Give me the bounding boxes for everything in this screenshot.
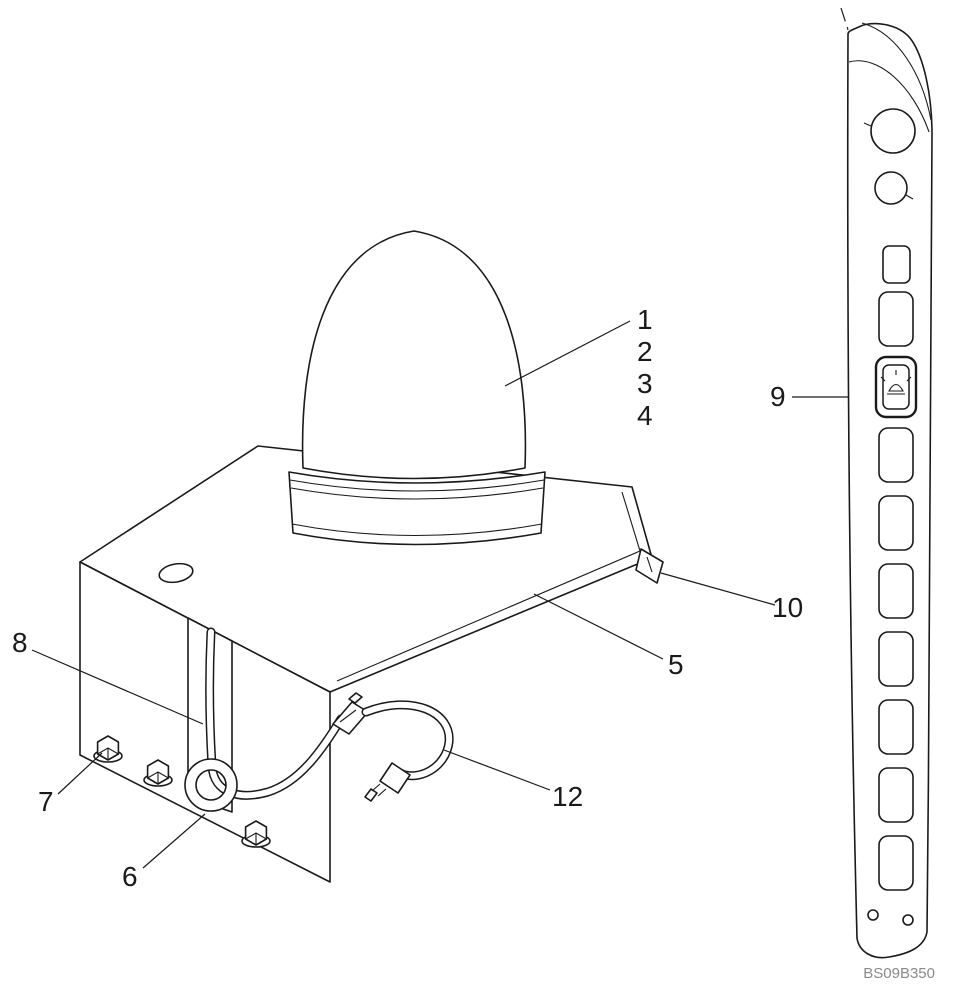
callout-6-leader bbox=[142, 813, 206, 869]
panel-hole bbox=[870, 108, 916, 154]
wire-grommet bbox=[184, 758, 238, 812]
beacon-base-ring bbox=[290, 487, 544, 500]
panel-screw-hole bbox=[902, 914, 914, 926]
mounting-hole bbox=[158, 562, 194, 584]
retaining-clip bbox=[635, 548, 664, 584]
beacon-switch bbox=[874, 355, 918, 419]
callout-12-leader bbox=[443, 749, 551, 791]
panel-hole-notch bbox=[905, 194, 914, 200]
wire-harness bbox=[332, 692, 454, 802]
callout-7: 7 bbox=[38, 786, 54, 817]
callout-9: 9 bbox=[770, 381, 786, 412]
beacon-dome bbox=[301, 230, 527, 480]
rocker-switch bbox=[878, 563, 914, 619]
indicator-window bbox=[882, 245, 911, 284]
callout-1: 1 bbox=[637, 304, 653, 335]
callout-10: 10 bbox=[772, 592, 803, 623]
console-top-edge bbox=[861, 22, 932, 121]
callout-3: 3 bbox=[637, 368, 653, 399]
side-console-panel bbox=[840, 7, 933, 959]
hex-bolt bbox=[93, 735, 123, 763]
panel-screw-hole bbox=[867, 909, 879, 921]
rocker-switch bbox=[878, 699, 914, 755]
panel-hole-notch bbox=[863, 122, 872, 127]
callout-6: 6 bbox=[122, 861, 138, 892]
callout-8: 8 bbox=[12, 627, 28, 658]
callout-2: 2 bbox=[637, 336, 653, 367]
callout-1-leader bbox=[504, 320, 631, 387]
rocker-switch bbox=[878, 427, 914, 483]
hex-bolt bbox=[241, 820, 271, 848]
console-top-edge bbox=[848, 60, 930, 133]
rocker-switch bbox=[878, 631, 914, 687]
callout-labels: 1 2 3 4 5 6 7 8 9 10 12 bbox=[12, 304, 803, 892]
harness-connector bbox=[364, 762, 411, 802]
callout-8-leader bbox=[31, 649, 204, 725]
callout-12: 12 bbox=[552, 781, 583, 812]
rocker-switch bbox=[878, 835, 914, 891]
rocker-switch bbox=[878, 495, 914, 551]
hex-bolt bbox=[143, 759, 173, 787]
beacon-icon bbox=[880, 370, 912, 395]
beacon-base-ring bbox=[291, 523, 543, 537]
beacon-assembly bbox=[288, 230, 546, 546]
callout-5-leader bbox=[533, 593, 664, 660]
callout-7-leader bbox=[57, 752, 103, 795]
drawing-code: BS09B350 bbox=[863, 965, 935, 982]
beacon-base bbox=[288, 471, 546, 546]
rocker-switch bbox=[878, 767, 914, 823]
panel-hole bbox=[874, 171, 908, 205]
callout-5: 5 bbox=[668, 649, 684, 680]
beacon-base-ring bbox=[289, 479, 545, 492]
rocker-switch bbox=[878, 291, 914, 347]
callout-10-leader bbox=[660, 572, 776, 606]
callout-4: 4 bbox=[637, 400, 653, 431]
